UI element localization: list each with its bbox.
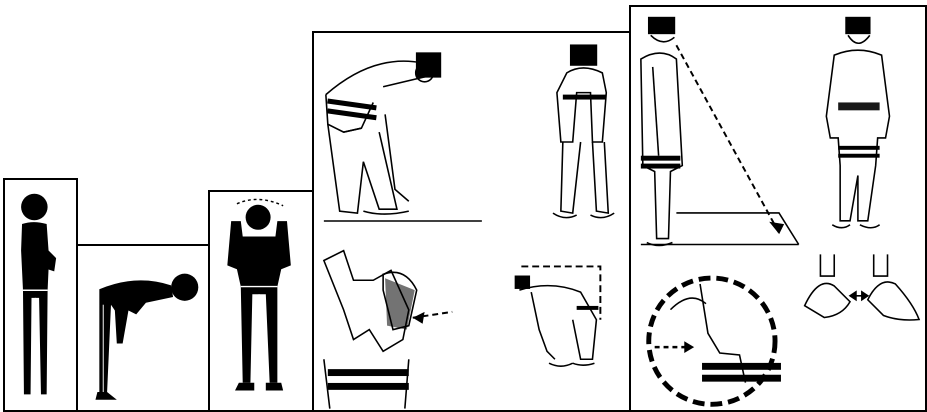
feet-spacing-detail (805, 254, 919, 320)
standing-drawings-panel (629, 5, 927, 412)
standing-silhouette (5, 180, 76, 410)
bowing-man-front-view (553, 45, 614, 217)
bowing-drawings-panel (312, 31, 631, 412)
standing-man-front-view (826, 18, 889, 228)
hand-position-circle-detail (649, 278, 775, 404)
bowing-silhouette-panel (76, 244, 210, 412)
bowing-man-side-view (324, 53, 482, 221)
hands-raised-silhouette (210, 192, 312, 410)
standing-man-side-gaze (641, 18, 799, 246)
standing-drawings (631, 7, 925, 410)
bowing-angle-diagram (515, 266, 600, 366)
hands-raised-silhouette-panel (208, 190, 314, 412)
bowing-silhouette (78, 246, 208, 410)
bowing-drawings (314, 33, 629, 410)
standing-silhouette-panel (3, 178, 78, 412)
